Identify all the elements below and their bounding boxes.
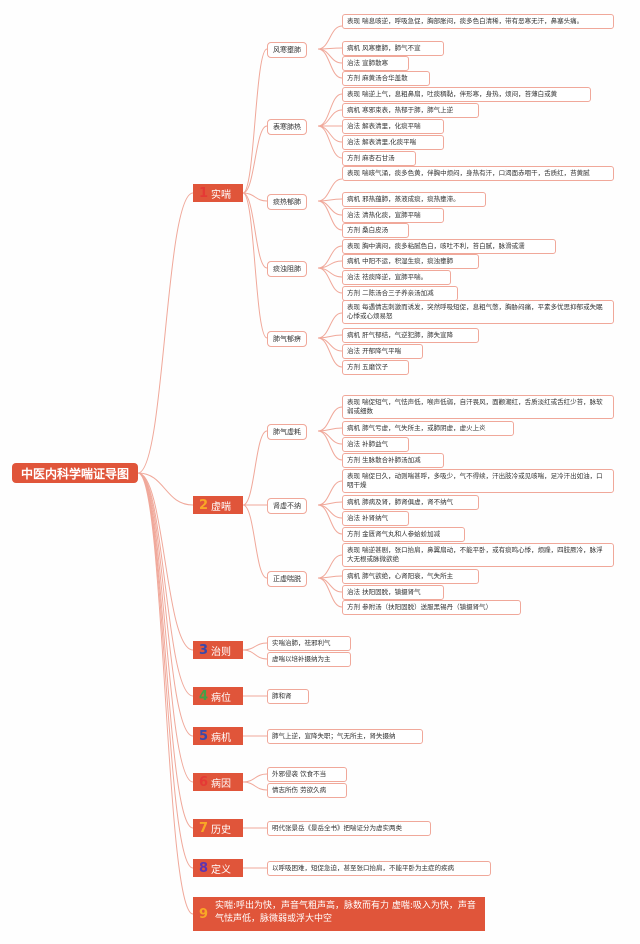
leaf-node: 病机 寒邪束表，热郁于肺，肺气上逆 (342, 103, 479, 118)
category-number: 6 (199, 774, 209, 790)
zhize-item: 虚喘以培补摄纳为主 (267, 652, 351, 667)
leaf-node: 治法 补肾纳气 (342, 511, 409, 526)
sub-branch: 表寒肺热 (267, 119, 307, 135)
zhize-item: 实喘治肺，祛邪利气 (267, 636, 351, 651)
link-root-cat4 (137, 472, 194, 697)
category-label: 虚喘 (211, 501, 232, 513)
link-root-cat7 (137, 472, 194, 829)
sub-branch: 肾虚不纳 (267, 498, 307, 514)
leaf-node: 病机 风寒壅肺，肺气不宣 (342, 41, 444, 56)
comparison-note: 9 实喘:呼出为快，声音气粗声高，脉数而有力 虚喘:吸入为快，声音气怯声低，脉微… (193, 897, 485, 931)
leaf-node: 病机 肺病及肾，肺肾俱虚，肾不纳气 (342, 495, 479, 510)
leaf-node: 病机 中阳不运，积湿生痰，痰浊壅肺 (342, 254, 479, 269)
leaf-node: 方剂 桑白皮汤 (342, 223, 409, 238)
leaf-node: 治法 解表清里,化痰平喘 (342, 135, 444, 150)
sub-branch: 正虚喘脱 (267, 571, 307, 587)
leaf-node: 表现 每遇情志刺激而诱发，突然呼吸短促，息粗气憋，胸胁闷痛，平素多忧思抑郁或失眠… (342, 300, 614, 324)
link-root-note (137, 472, 194, 915)
note-text: 实喘:呼出为快，声音气粗声高，脉数而有力 虚喘:吸入为快，声音气怯声低，脉微弱或… (215, 901, 476, 924)
leaf-node: 表现 喘息咳逆，呼吸急促，胸部胀闷，痰多色白清稀，带有恶寒无汗，鼻塞头痛。 (342, 14, 614, 29)
bingyin-item: 外邪侵袭 饮食不当 (267, 767, 347, 782)
leaf-node: 方剂 麻杏石甘汤 (342, 151, 416, 166)
category-number: 1 (199, 185, 209, 201)
sub-branch: 痰热郁肺 (267, 194, 307, 210)
leaf-node: 表现 喘促短气，气怯声低，喉声低弱，自汗畏风，面颧潮红，舌质淡红或舌红少苔，脉软… (342, 395, 614, 419)
leaf-node: 方剂 麻黄汤合华盖散 (342, 71, 430, 86)
category-number: 4 (199, 688, 209, 704)
leaf-node: 表现 喘逆甚剧，张口抬肩，鼻翼扇动，不能平卧，或有痰鸣心悸，烦躁，四肢厥冷，脉浮… (342, 543, 614, 567)
leaf-node: 病机 邪热蕴肺，蒸液成痰，痰热壅滞。 (342, 192, 486, 207)
root-title: 中医内科学喘证导图 (12, 463, 138, 483)
category-number: 5 (199, 728, 209, 744)
category-label: 实喘 (211, 189, 232, 201)
link-root-cat2 (137, 472, 194, 506)
leaf-node: 病机 肺气亏虚，气失所主，或肺阴虚，虚火上炎 (342, 421, 514, 436)
category-label: 病因 (211, 778, 232, 790)
leaf-node: 方剂 生脉散合补肺汤加减 (342, 453, 444, 468)
leaf-node: 病机 肺气欲绝，心肾阳衰，气失所主 (342, 569, 479, 584)
link-root-cat3 (137, 472, 194, 651)
link-root-cat5 (137, 472, 194, 737)
bingji-item: 肺气上逆，宣降失职；气无所主，肾失摄纳 (267, 729, 423, 744)
dingyi-item: 以呼吸困难，短促急迫，甚至张口抬肩，不能平卧为主症的疾病 (267, 861, 491, 876)
leaf-node: 治法 清热化痰，宣肺平喘 (342, 208, 444, 223)
lishi-item: 明代张景岳《景岳全书》把喘证分为虚实两类 (267, 821, 431, 836)
sub-branch: 肺气虚耗 (267, 424, 307, 440)
link-root-cat6 (137, 472, 194, 783)
leaf-node: 治法 开郁降气平喘 (342, 344, 423, 359)
leaf-node: 治法 祛痰降逆，宣肺平喘。 (342, 270, 451, 285)
sub-branch: 风寒壅肺 (267, 42, 307, 58)
leaf-node: 方剂 二陈汤合三子养亲汤加减 (342, 286, 458, 301)
category-label: 病位 (211, 692, 232, 704)
leaf-node: 治法 宣肺散寒 (342, 56, 409, 71)
leaf-node: 治法 扶阳固脱，镇摄肾气 (342, 585, 444, 600)
leaf-node: 方剂 金匮肾气丸和人参蛤蚧加减 (342, 527, 465, 542)
bingwei-item: 肺和肾 (267, 689, 309, 704)
leaf-node: 表现 喘咳气涌，痰多色黄，伴胸中烦闷，身热有汗，口渴面赤咽干，舌质红，苔黄腻 (342, 166, 614, 181)
leaf-node: 病机 肝气郁结，气逆犯肺，肺失宣降 (342, 328, 479, 343)
leaf-node: 方剂 五磨饮子 (342, 360, 409, 375)
category-number: 2 (199, 497, 209, 513)
link-root-cat1 (137, 192, 194, 474)
category-label: 治则 (211, 646, 232, 658)
category-label: 定义 (211, 864, 232, 876)
leaf-node: 治法 解表清里，化痰平喘 (342, 119, 444, 134)
leaf-node: 表现 喘逆上气，息粗鼻扇，吐痰稠黏，伴形寒，身热，烦闷，苔薄白或黄 (342, 87, 591, 102)
leaf-node: 方剂 参附汤（扶阳固脱）送服黑锡丹（镇摄肾气） (342, 600, 521, 615)
category-label: 历史 (211, 824, 232, 836)
link-root-cat8 (137, 472, 194, 869)
sub-branch: 肺气郁痹 (267, 331, 307, 347)
category-label: 病机 (211, 732, 232, 744)
category-number: 8 (199, 860, 209, 876)
note-number: 9 (199, 907, 209, 922)
category-number: 7 (199, 820, 209, 836)
leaf-node: 表现 胸中满闷，痰多粘腻色白，咳吐不利，苔白腻，脉滑或濡 (342, 239, 556, 254)
bingyin-item: 情志所伤 劳欲久病 (267, 783, 347, 798)
sub-branch: 痰浊阻肺 (267, 261, 307, 277)
category-number: 3 (199, 642, 209, 658)
leaf-node: 表现 喘促日久，动则喘甚呼，多吸少，气不得续，汗出肢冷或见咳喘，足冷汗出如油，口… (342, 469, 614, 493)
leaf-node: 治法 补肺益气 (342, 437, 409, 452)
